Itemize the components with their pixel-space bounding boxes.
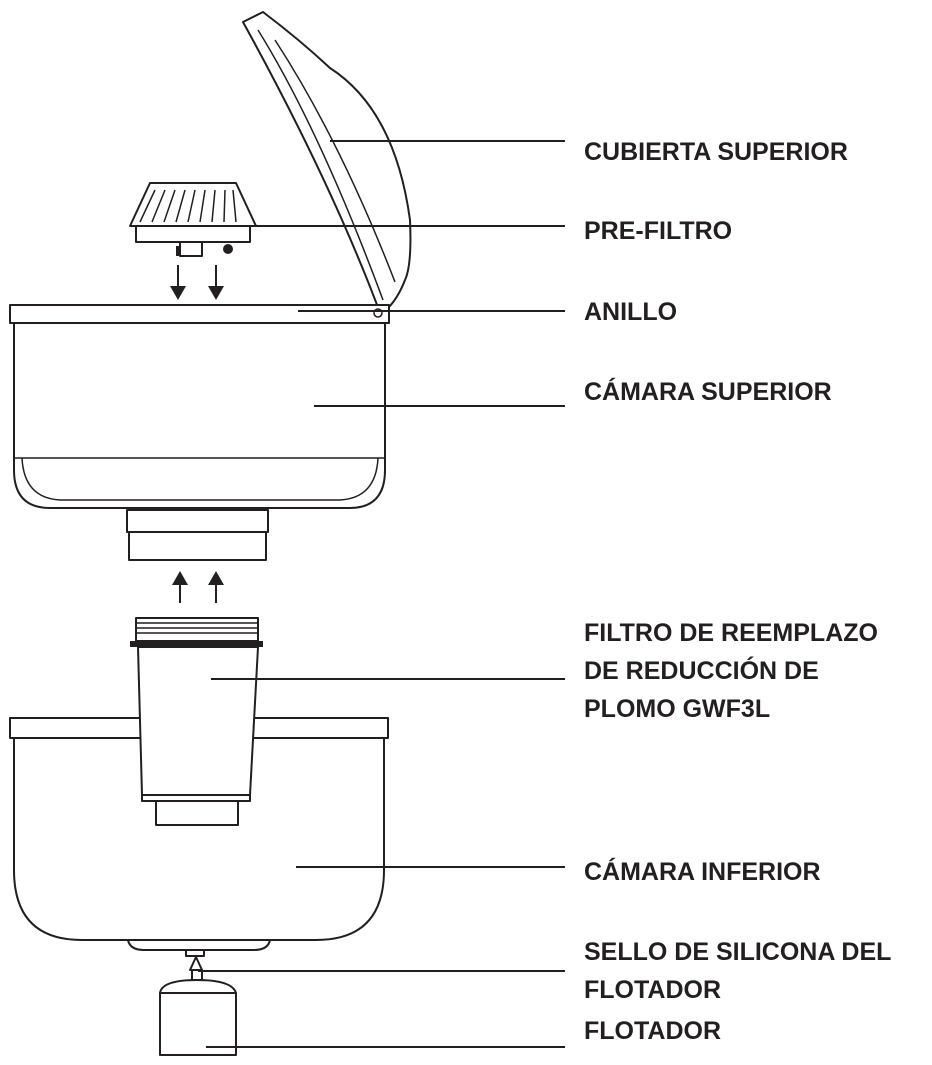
pre-filter (129, 182, 257, 257)
label-upper-chamber: CÁMARA SUPERIOR (584, 378, 832, 406)
leader-lines (198, 140, 565, 1048)
label-float-seal: SELLO DE SILICONA DEL FLOTADOR (584, 938, 892, 1004)
float (159, 969, 237, 1056)
upper-chamber (9, 304, 390, 561)
insert-arrows-up (172, 571, 224, 603)
label-lower-chamber: CÁMARA INFERIOR (584, 858, 821, 886)
top-cover (242, 11, 412, 311)
label-top-cover: CUBIERTA SUPERIOR (584, 138, 848, 166)
label-replacement-filter: FILTRO DE REEMPLAZO DE REDUCCIÓN DE PLOM… (584, 619, 878, 723)
label-pre-filter: PRE-FILTRO (584, 217, 733, 245)
replacement-filter (130, 617, 263, 826)
float-silicone-seal (185, 949, 205, 971)
label-float: FLOTADOR (584, 1017, 722, 1045)
label-ring: ANILLO (584, 298, 678, 326)
insert-arrows-down (170, 265, 224, 300)
